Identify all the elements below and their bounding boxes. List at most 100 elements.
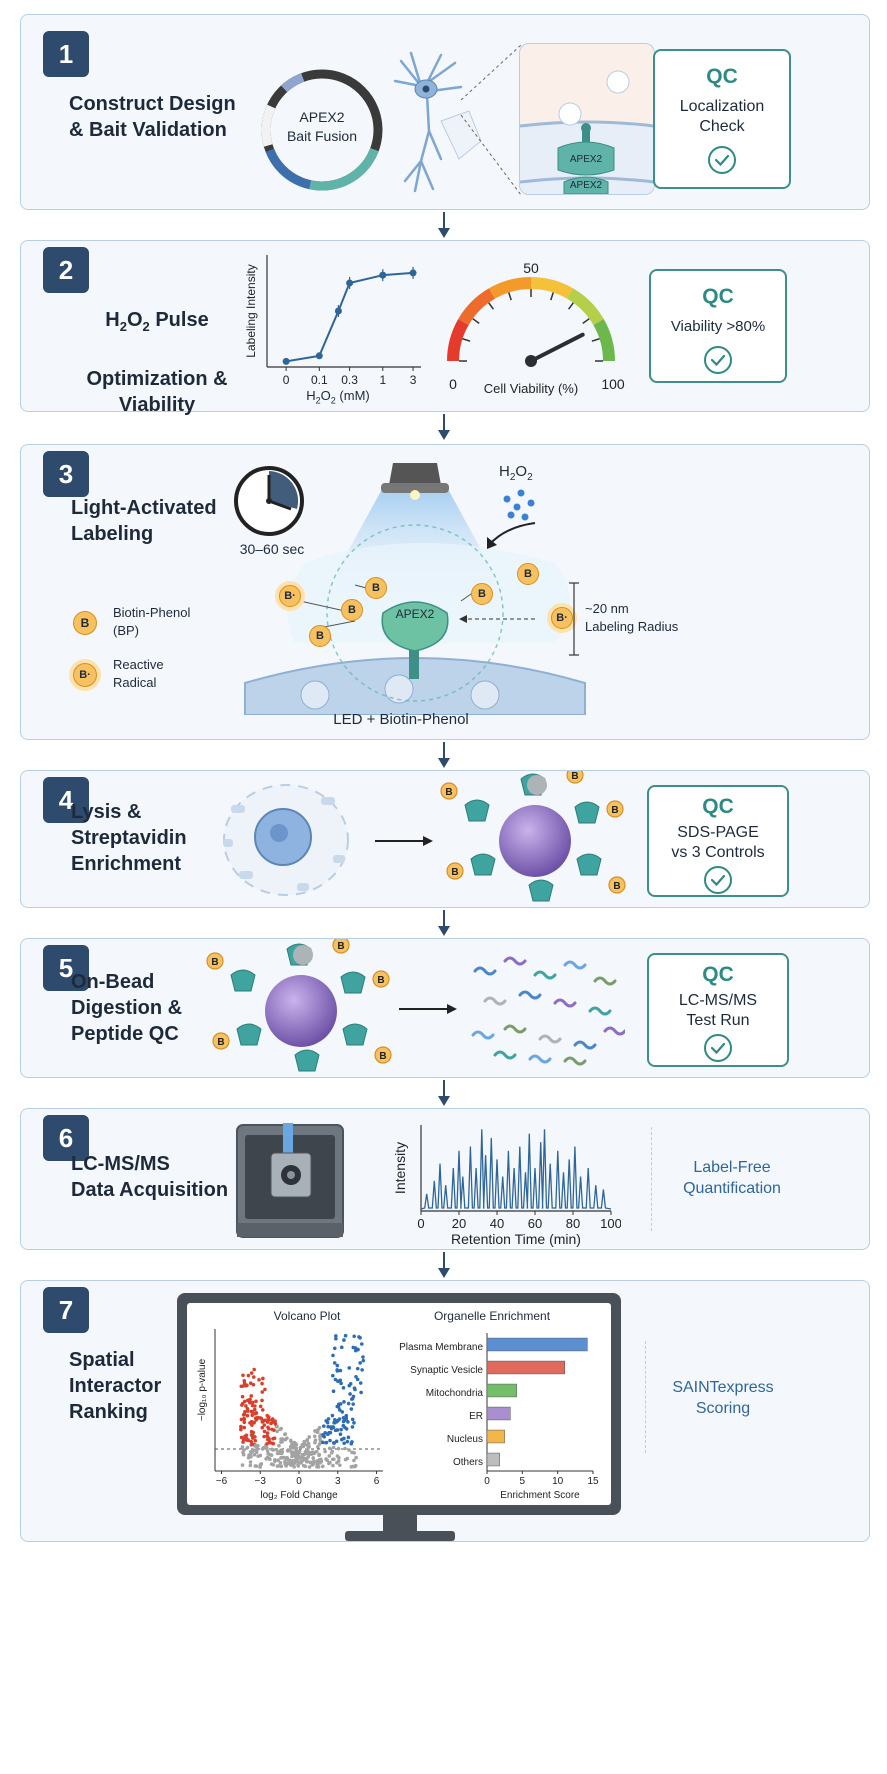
point-enriched-left bbox=[239, 1424, 243, 1429]
point-enriched-right bbox=[342, 1338, 346, 1342]
point-enriched-left bbox=[245, 1406, 250, 1411]
point-not-significant bbox=[316, 1465, 321, 1469]
point-enriched-right bbox=[354, 1374, 358, 1379]
gauge-segment bbox=[458, 288, 496, 326]
step-1-title: Construct Design & Bait Validation bbox=[69, 93, 236, 141]
biotin-phenol-icon: B bbox=[471, 583, 493, 605]
point-enriched-right bbox=[343, 1333, 348, 1338]
x-tick-label: 40 bbox=[490, 1216, 504, 1231]
divider bbox=[645, 1341, 646, 1453]
point-not-significant bbox=[272, 1457, 277, 1462]
point-not-significant bbox=[353, 1463, 358, 1468]
peptide bbox=[573, 1040, 597, 1050]
gauge-tick bbox=[488, 302, 494, 310]
point-not-significant bbox=[292, 1441, 297, 1446]
point-not-significant bbox=[261, 1445, 266, 1450]
bar bbox=[486, 1337, 588, 1352]
point-enriched-left bbox=[254, 1399, 258, 1404]
biotin-icon bbox=[440, 782, 458, 800]
peptide bbox=[588, 1006, 612, 1016]
lysed-cell-icon bbox=[223, 784, 349, 896]
point-not-significant bbox=[289, 1463, 293, 1467]
radius-label-2: Labeling Radius bbox=[585, 619, 679, 634]
point-not-significant bbox=[240, 1463, 245, 1467]
y-axis-label: −log₁₀ p-value bbox=[197, 1358, 208, 1421]
point-enriched-left bbox=[239, 1417, 244, 1422]
biotin-icon bbox=[212, 1032, 230, 1050]
data-point bbox=[379, 271, 387, 279]
point-not-significant bbox=[307, 1435, 312, 1439]
point-not-significant bbox=[290, 1450, 295, 1454]
point-not-significant bbox=[248, 1463, 253, 1468]
gauge-tick bbox=[582, 318, 590, 324]
lamp-icon bbox=[389, 463, 441, 485]
bait-protein bbox=[527, 775, 547, 795]
point-enriched-right bbox=[321, 1424, 326, 1428]
gauge-label: Cell Viability (%) bbox=[484, 381, 578, 396]
step-4-title: Lysis & Streptavidin Enrichment bbox=[71, 801, 187, 875]
point-enriched-right bbox=[356, 1347, 360, 1352]
peptide-fragments bbox=[471, 956, 625, 1066]
point-enriched-right bbox=[328, 1430, 333, 1435]
point-not-significant bbox=[330, 1449, 335, 1454]
gauge-tick bbox=[508, 292, 512, 301]
point-not-significant bbox=[316, 1445, 320, 1449]
data-point bbox=[409, 269, 417, 277]
point-enriched-left bbox=[260, 1408, 265, 1412]
point-enriched-left bbox=[241, 1437, 246, 1442]
category-label: Nucleus bbox=[447, 1434, 483, 1445]
apex2-enzyme-label: APEX2 bbox=[395, 607, 435, 621]
divider bbox=[651, 1127, 652, 1231]
x-tick-label: 6 bbox=[374, 1476, 380, 1487]
x-tick-label: 60 bbox=[528, 1216, 542, 1231]
point-enriched-left bbox=[260, 1381, 264, 1386]
step-1-panel: 1 Construct Design & Bait Validation APE… bbox=[20, 14, 870, 210]
category-label: Plasma Membrane bbox=[399, 1342, 483, 1353]
step-5-qc-text: LC-MS/MS Test Run bbox=[678, 992, 758, 1029]
point-not-significant bbox=[328, 1460, 332, 1465]
biotin-letter: B bbox=[379, 1051, 386, 1062]
point-enriched-left bbox=[265, 1413, 270, 1418]
category-label: Synaptic Vesicle bbox=[410, 1365, 483, 1376]
point-not-significant bbox=[288, 1438, 293, 1443]
point-not-significant bbox=[354, 1455, 358, 1460]
point-enriched-left bbox=[265, 1442, 269, 1446]
point-not-significant bbox=[301, 1463, 306, 1468]
point-enriched-left bbox=[239, 1427, 243, 1432]
plasmid-label-2: Bait Fusion bbox=[286, 128, 358, 144]
point-not-significant bbox=[292, 1465, 296, 1469]
point-not-significant bbox=[313, 1429, 318, 1434]
streptavidin-arm bbox=[470, 853, 496, 876]
point-enriched-left bbox=[243, 1383, 248, 1388]
point-enriched-right bbox=[338, 1432, 343, 1437]
point-not-significant bbox=[279, 1426, 283, 1431]
step-4-badge: 4 bbox=[43, 777, 89, 823]
point-not-significant bbox=[299, 1461, 303, 1465]
point-enriched-left bbox=[263, 1418, 267, 1423]
point-enriched-left bbox=[242, 1399, 247, 1404]
point-enriched-right bbox=[339, 1437, 344, 1442]
streptavidin-arm bbox=[574, 801, 600, 824]
point-enriched-left bbox=[262, 1434, 266, 1439]
point-not-significant bbox=[327, 1454, 332, 1458]
x-axis-label: Retention Time (min) bbox=[451, 1231, 581, 1247]
h2o2-label: H2O2 bbox=[499, 463, 533, 483]
step-1-badge: 1 bbox=[43, 31, 89, 77]
point-not-significant bbox=[296, 1463, 300, 1467]
point-enriched-right bbox=[323, 1431, 328, 1435]
step-5-badge: 5 bbox=[43, 945, 89, 991]
step-2-qc-title: QC bbox=[702, 285, 734, 308]
legend-bp-label-1: Biotin-Phenol bbox=[113, 605, 191, 620]
point-enriched-right bbox=[339, 1345, 344, 1350]
inset-apex2-label-1: APEX2 bbox=[569, 154, 603, 165]
point-enriched-left bbox=[270, 1417, 275, 1421]
biotin-letter: B bbox=[337, 941, 344, 952]
point-enriched-left bbox=[253, 1438, 258, 1443]
point-not-significant bbox=[294, 1446, 299, 1451]
point-not-significant bbox=[278, 1460, 283, 1465]
plasmid-label-1: APEX2 bbox=[299, 109, 345, 125]
point-enriched-right bbox=[344, 1413, 349, 1418]
point-not-significant bbox=[240, 1445, 245, 1449]
